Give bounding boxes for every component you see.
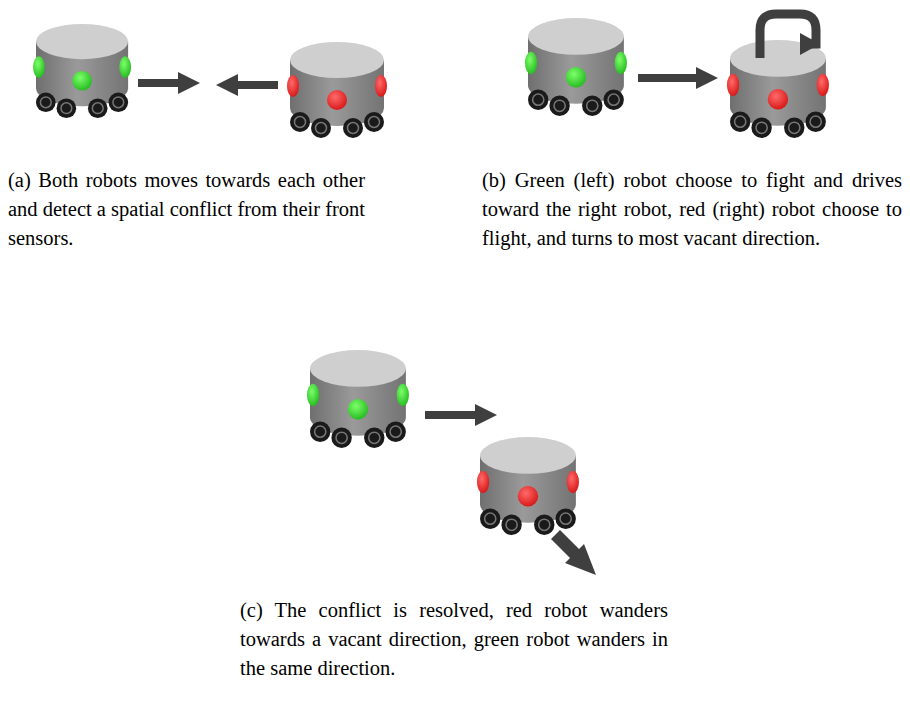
panel-caption: (a) Both robots moves towards each other… xyxy=(8,166,365,253)
robot-part xyxy=(331,428,351,448)
robot-part xyxy=(615,52,627,74)
robot-part xyxy=(88,98,108,118)
robot-part xyxy=(518,486,538,506)
robot-part xyxy=(525,52,537,74)
robot xyxy=(33,24,131,118)
robot-part xyxy=(119,56,131,78)
robot-part xyxy=(92,103,103,114)
robot-part xyxy=(36,93,56,113)
robot-part xyxy=(817,74,829,96)
robot-part xyxy=(549,96,569,116)
robot-part xyxy=(528,89,548,109)
robot-part xyxy=(501,515,521,535)
robot-part xyxy=(608,94,619,105)
robot-part xyxy=(316,123,327,134)
robot-part xyxy=(57,98,77,118)
robot-part xyxy=(805,111,825,131)
robot-part xyxy=(506,519,517,530)
robot-part xyxy=(348,123,359,134)
robot-part xyxy=(307,384,319,406)
robot-part xyxy=(587,100,598,111)
robot-part xyxy=(385,421,405,441)
robot-part xyxy=(61,103,72,114)
robot-part xyxy=(290,42,384,78)
robot-part xyxy=(603,89,623,109)
robot-part xyxy=(539,519,550,530)
robot-part xyxy=(485,513,496,524)
robot-part xyxy=(480,508,500,528)
robot-part xyxy=(72,71,92,91)
robot-part xyxy=(751,118,771,138)
robot-part xyxy=(566,67,586,87)
robot-part xyxy=(364,112,384,132)
robot-part xyxy=(40,97,51,108)
robot-part xyxy=(348,399,368,419)
robot-part xyxy=(554,100,565,111)
robot xyxy=(287,42,387,138)
robot-part xyxy=(810,116,821,127)
robot-part xyxy=(582,96,602,116)
robot-part xyxy=(287,75,299,97)
robot-part xyxy=(364,428,384,448)
robot-part xyxy=(336,432,347,443)
robot-part xyxy=(33,56,45,78)
robot-part xyxy=(327,90,347,110)
robot-part xyxy=(768,89,788,109)
robot-part xyxy=(756,122,767,133)
robot-part xyxy=(295,117,306,128)
robot xyxy=(477,437,579,535)
robot-part xyxy=(477,471,489,493)
robot-part xyxy=(310,350,406,387)
robot-part xyxy=(369,432,380,443)
robot-part xyxy=(735,116,746,127)
robot-part xyxy=(369,117,380,128)
robot-part xyxy=(315,426,326,437)
robot-part xyxy=(375,75,387,97)
robot-part xyxy=(727,74,739,96)
panel-caption: (b) Green (left) robot choose to fight a… xyxy=(482,166,902,253)
u-turn-arrow xyxy=(760,14,820,58)
robot-part xyxy=(784,118,804,138)
robot-part xyxy=(567,471,579,493)
robot-part xyxy=(730,111,750,131)
robot-part xyxy=(390,426,401,437)
robot-part xyxy=(310,421,330,441)
robot xyxy=(727,40,829,138)
robot-part xyxy=(311,118,331,138)
robot-part xyxy=(113,97,124,108)
robot-part xyxy=(109,93,129,113)
robot xyxy=(525,18,627,116)
robot-part xyxy=(397,384,409,406)
robot xyxy=(307,350,409,448)
robot-part xyxy=(528,18,624,55)
robot-part xyxy=(36,24,128,59)
motion-arrows xyxy=(138,67,718,575)
robot-part xyxy=(560,513,571,524)
robot-part xyxy=(343,118,363,138)
panel-caption: (c) The conflict is resolved, red robot … xyxy=(240,596,668,683)
robot-part xyxy=(534,515,554,535)
robot-part xyxy=(555,508,575,528)
robot-part xyxy=(290,112,310,132)
robot-part xyxy=(533,94,544,105)
robot-part xyxy=(789,122,800,133)
robot-part xyxy=(480,437,576,474)
